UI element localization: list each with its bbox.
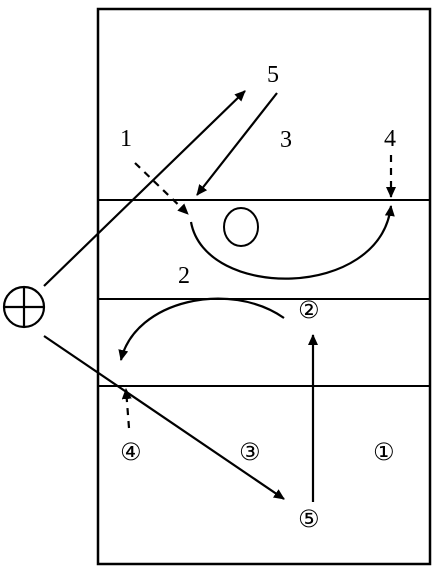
player-label-2: 2: [178, 263, 190, 289]
player-label-1: 1: [120, 126, 132, 152]
curve-arrow-upper: [189, 205, 395, 280]
arrow-circled-4-dashed: [121, 388, 132, 429]
player-label-circled-2: ②: [298, 296, 320, 324]
coach-cross-circle-icon: [2, 285, 46, 329]
player-label-circled-1: ①: [373, 438, 395, 466]
player-label-3: 3: [280, 127, 292, 153]
arrow-coach-to-5: [43, 90, 246, 287]
player-label-circled-3: ③: [239, 438, 261, 466]
player-label-5: 5: [267, 62, 279, 88]
player-label-circled-5: ⑤: [298, 505, 320, 533]
ball-target-oval: [223, 207, 259, 247]
court-boundary: [96, 7, 432, 566]
player-label-circled-4: ④: [120, 438, 142, 466]
arrow-coach-to-circled-5: [43, 335, 285, 500]
curve-arrow-lower: [118, 297, 285, 361]
player-label-4: 4: [384, 126, 396, 152]
arrow-5-to-net: [196, 92, 278, 196]
